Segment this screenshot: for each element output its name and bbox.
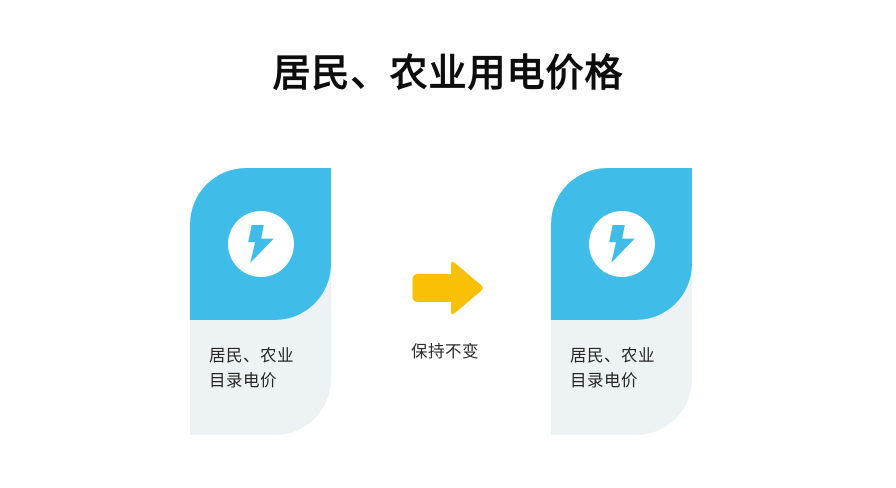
card-before[interactable]: 居民、农业 目录电价 <box>190 168 331 435</box>
card-after[interactable]: 居民、农业 目录电价 <box>551 168 692 435</box>
card-before-icon-badge <box>227 211 294 277</box>
card-after-header <box>551 168 692 320</box>
right-arrow-icon <box>407 260 484 318</box>
page-title: 居民、农业用电价格 <box>272 53 624 95</box>
card-after-icon-badge <box>588 211 655 277</box>
lightning-bolt-icon <box>247 225 274 263</box>
flow-connector: 保持不变 <box>370 260 520 380</box>
card-before-label-line2: 目录电价 <box>209 372 277 390</box>
card-before-label: 居民、农业 目录电价 <box>190 344 331 394</box>
card-after-label-line2: 目录电价 <box>570 372 638 390</box>
card-before-header <box>190 168 331 320</box>
card-after-label: 居民、农业 目录电价 <box>551 344 692 394</box>
lightning-bolt-icon <box>608 225 635 263</box>
card-before-label-line1: 居民、农业 <box>209 347 294 365</box>
connector-label: 保持不变 <box>411 343 479 361</box>
card-after-label-line1: 居民、农业 <box>570 347 655 365</box>
